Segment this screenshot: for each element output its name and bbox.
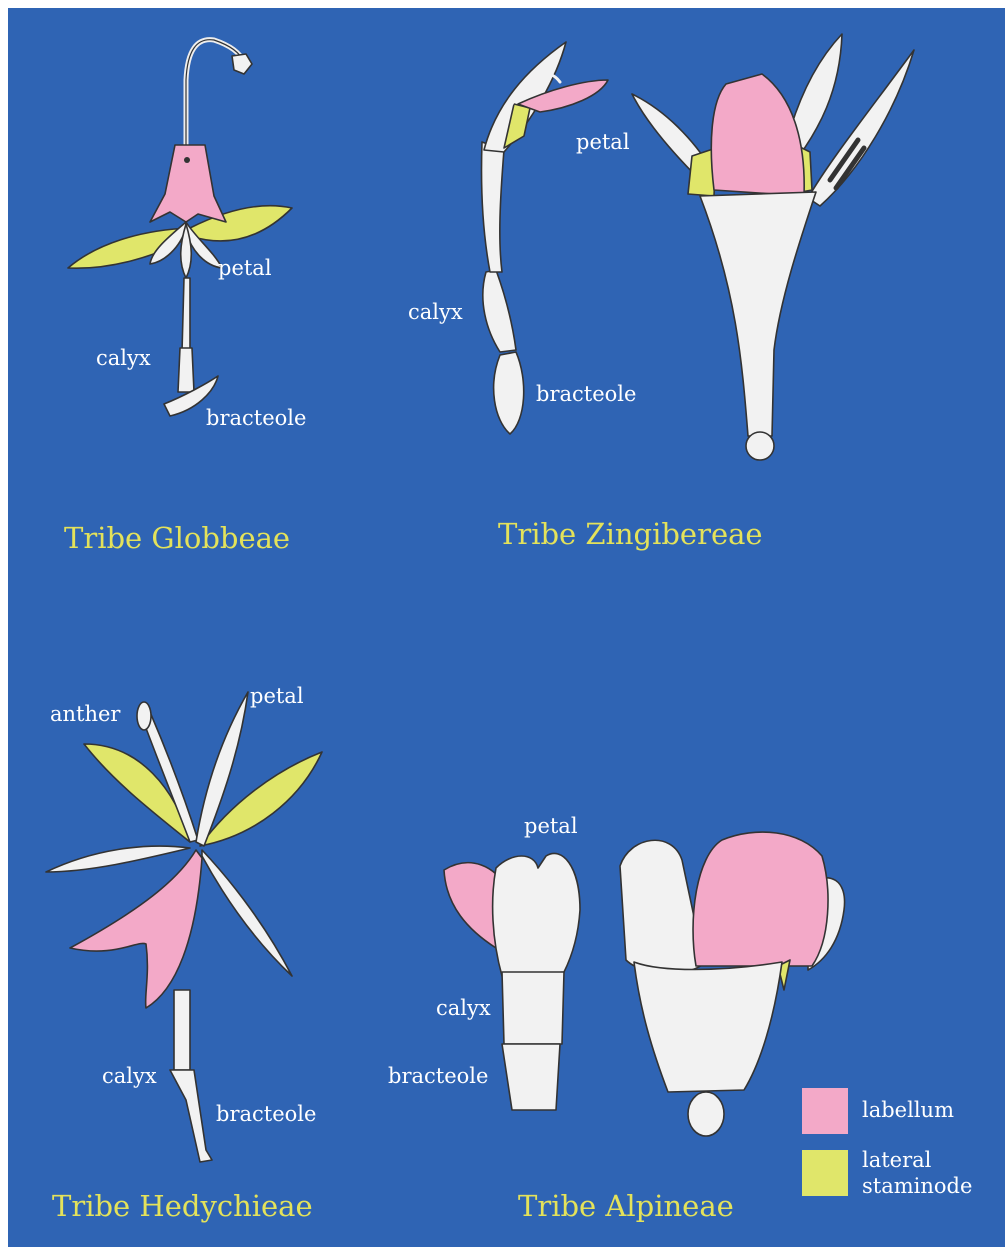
zingibereae-ovary bbox=[746, 432, 774, 460]
zingibereae-calyx-label: calyx bbox=[408, 302, 463, 323]
alpineae-bracteole-label: bracteole bbox=[388, 1066, 488, 1087]
legend-labellum-label: labellum bbox=[862, 1100, 954, 1121]
tribe-hedychieae-title: Tribe Hedychieae bbox=[52, 1192, 313, 1221]
alpineae-stamen-front bbox=[620, 840, 704, 973]
alpineae-labellum bbox=[693, 832, 828, 966]
legend-lateral-label: lateral bbox=[862, 1150, 931, 1171]
globbeae-labellum bbox=[150, 145, 226, 222]
zingibereae-bracteole bbox=[494, 352, 524, 434]
alpineae-petals-side bbox=[493, 853, 580, 976]
zingibereae-calyx bbox=[483, 270, 516, 352]
zingibereae-corolla-tube bbox=[481, 142, 504, 272]
globbeae-calyx bbox=[178, 348, 194, 392]
globbeae-anther bbox=[232, 54, 252, 74]
zingibereae-flower-side bbox=[481, 42, 608, 434]
alpineae-bracteole bbox=[502, 1044, 560, 1110]
legend-staminode-label: staminode bbox=[862, 1176, 972, 1197]
tribe-globbeae-title: Tribe Globbeae bbox=[64, 524, 290, 553]
alpineae-petal-label: petal bbox=[524, 816, 578, 837]
alpineae-tube-front bbox=[634, 962, 782, 1092]
hedychieae-flower bbox=[46, 692, 322, 1162]
hedychieae-calyx-label: calyx bbox=[102, 1066, 157, 1087]
alpineae-calyx-label: calyx bbox=[436, 998, 491, 1019]
globbeae-calyx-label: calyx bbox=[96, 348, 151, 369]
hedychieae-anther-label: anther bbox=[50, 704, 120, 725]
tribe-alpineae-title: Tribe Alpineae bbox=[518, 1192, 734, 1221]
hedychieae-calyx-bracteole bbox=[170, 1070, 212, 1162]
globbeae-petal-label: petal bbox=[218, 258, 272, 279]
legend-labellum-swatch bbox=[802, 1088, 848, 1134]
zingibereae-petal-label: petal bbox=[576, 132, 630, 153]
zingibereae-flower-front bbox=[632, 34, 914, 460]
hedychieae-bracteole-label: bracteole bbox=[216, 1104, 316, 1125]
legend-staminode-swatch bbox=[802, 1150, 848, 1196]
zingibereae-labellum bbox=[711, 74, 804, 196]
zingibereae-tube bbox=[700, 192, 816, 436]
globbeae-ovary-stalk bbox=[182, 278, 190, 352]
globbeae-bracteole-label: bracteole bbox=[206, 408, 306, 429]
hedychieae-labellum bbox=[70, 850, 202, 1008]
hedychieae-anther bbox=[137, 702, 151, 730]
hedychieae-petal-right bbox=[202, 850, 292, 976]
tribe-zingibereae-title: Tribe Zingibereae bbox=[498, 520, 763, 549]
hedychieae-petal-left bbox=[46, 846, 190, 872]
alpineae-ovary-front bbox=[688, 1092, 724, 1136]
zingibereae-bracteole-label: bracteole bbox=[536, 384, 636, 405]
alpineae-calyx bbox=[502, 972, 564, 1044]
hedychieae-tube bbox=[174, 990, 190, 1070]
hedychieae-petal-label: petal bbox=[250, 686, 304, 707]
